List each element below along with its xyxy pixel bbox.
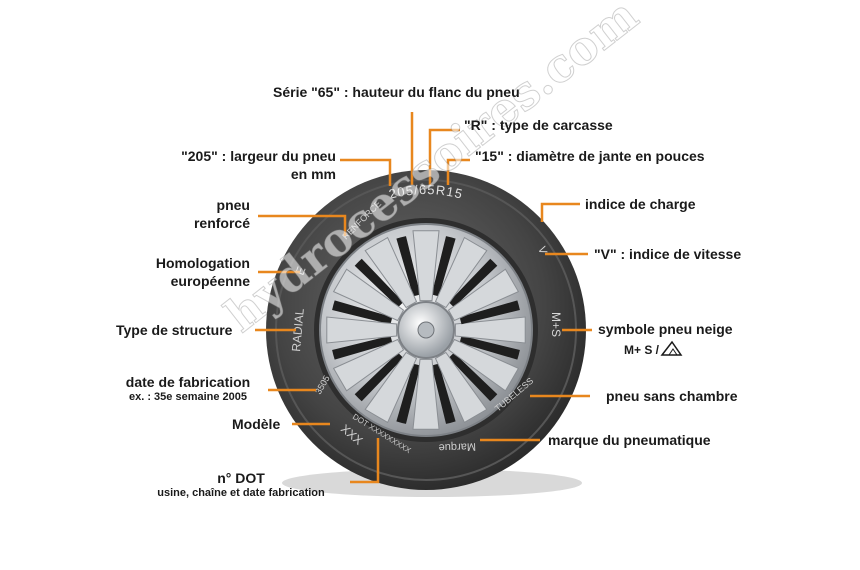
label-renforce-line1: pneu: [216, 197, 250, 213]
label-renforce: pneu renforcé: [150, 196, 250, 232]
label-carcasse: "R" : type de carcasse: [464, 117, 613, 133]
leader-lines: [255, 112, 592, 484]
rim-opening: [459, 335, 520, 360]
leader-carcasse: [428, 128, 460, 185]
rim-spoke: [434, 236, 488, 309]
rim-spoke: [412, 358, 440, 430]
rim-spoke: [412, 230, 440, 302]
rim-opening: [396, 363, 421, 424]
rim-opening: [354, 352, 404, 402]
label-homologation-line1: Homologation: [155, 255, 250, 271]
label-neige-symbol: M+ S /: [624, 343, 660, 357]
label-neige: symbole pneu neige: [598, 321, 733, 337]
rim-opening: [431, 363, 456, 424]
label-modele: Modèle: [232, 416, 281, 432]
leader-jante: [446, 158, 470, 185]
brand-marking: Marque: [438, 440, 476, 453]
leader-renforce: [258, 214, 347, 236]
rim-spoke: [454, 316, 526, 344]
label-serie: Série "65" : hauteur du flanc du pneu: [273, 84, 520, 100]
rim-spoke: [447, 268, 520, 322]
label-renforce-line2: renforcé: [193, 215, 250, 231]
label-homologation: Homologation européenne: [120, 254, 250, 290]
label-fabrication-line1: date de fabrication: [125, 374, 251, 390]
rim-opening: [431, 236, 456, 297]
leader-largeur: [340, 158, 392, 186]
label-fabrication-line2: ex. : 35e semaine 2005: [128, 391, 248, 403]
rim-spoke: [364, 351, 418, 424]
label-homologation-line2: européenne: [170, 273, 250, 289]
rim-spoke: [332, 338, 405, 392]
label-largeur-line1: "205" : largeur du pneu: [181, 148, 336, 164]
radial-marking: RADIAL: [289, 308, 307, 353]
snow-marking: M+S: [549, 312, 563, 337]
rim-spoke: [434, 351, 488, 424]
label-fabrication: date de fabrication ex. : 35e semaine 20…: [108, 373, 268, 404]
label-marque: marque du pneumatique: [548, 432, 711, 448]
label-dot-line2: usine, chaîne et date fabrication: [157, 487, 325, 499]
rim-spoke: [332, 268, 405, 322]
rim-opening: [332, 335, 393, 360]
label-structure: Type de structure: [116, 322, 233, 338]
rim-opening: [354, 258, 404, 308]
label-dot: n° DOT usine, chaîne et date fabrication: [140, 469, 342, 500]
speed-marking: V: [535, 245, 549, 257]
tire-size-marking: 205/65R15: [387, 182, 464, 202]
rim-opening: [448, 258, 498, 308]
label-sans-chambre: pneu sans chambre: [606, 388, 738, 404]
leader-charge: [540, 202, 580, 222]
rim-opening: [448, 352, 498, 402]
rim-spoke: [364, 236, 418, 309]
rim-opening: [332, 300, 393, 325]
leader-dot: [350, 438, 380, 484]
label-largeur: "205" : largeur du pneu en mm: [150, 147, 336, 183]
label-jante: "15" : diamètre de jante en pouces: [475, 148, 705, 164]
label-vitesse: "V" : indice de vitesse: [594, 246, 742, 262]
rim-opening: [396, 236, 421, 297]
mountain-snowflake-icon: [660, 340, 683, 356]
label-charge: indice de charge: [585, 196, 696, 212]
rim-spokes: [326, 230, 526, 430]
label-largeur-line2: en mm: [290, 166, 336, 182]
rim-opening: [459, 300, 520, 325]
rim-spoke: [447, 338, 520, 392]
rim-spoke: [326, 316, 398, 344]
label-dot-line1: n° DOT: [217, 470, 265, 486]
hub-center: [417, 321, 435, 339]
